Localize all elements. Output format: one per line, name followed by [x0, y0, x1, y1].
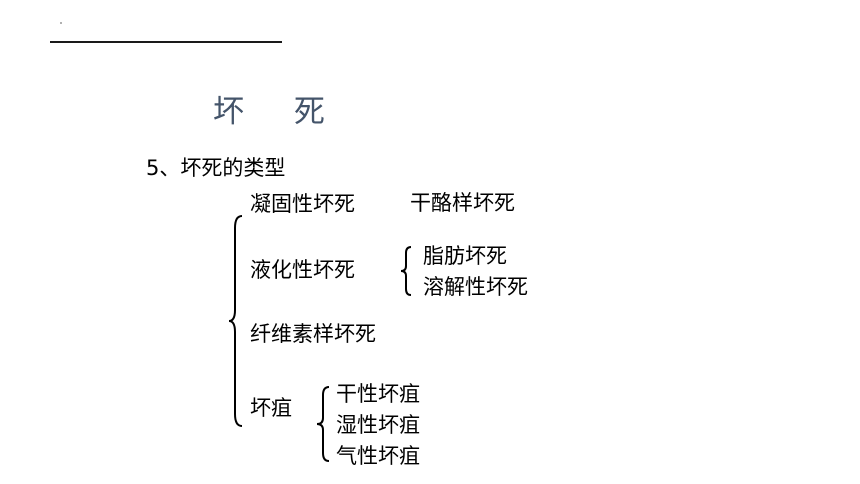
main-brace-icon [228, 214, 244, 428]
type-caseous: 干酪样坏死 [410, 191, 515, 215]
decoration-dot [60, 22, 62, 24]
type-fibrinoid: 纤维素样坏死 [250, 322, 376, 346]
type-wet-gangrene: 湿性坏疽 [336, 413, 420, 437]
type-fat: 脂肪坏死 [423, 244, 507, 268]
type-liquefactive: 液化性坏死 [250, 258, 355, 282]
type-gangrene: 坏疽 [250, 396, 292, 420]
slide-title: 坏 死 [213, 94, 345, 130]
liquefactive-brace-icon [400, 246, 412, 296]
type-gas-gangrene: 气性坏疽 [336, 444, 420, 468]
header-rule [50, 41, 282, 43]
type-coagulative: 凝固性坏死 [250, 192, 355, 216]
type-lytic: 溶解性坏死 [423, 275, 528, 299]
type-dry-gangrene: 干性坏疽 [336, 382, 420, 406]
gangrene-brace-icon [316, 386, 330, 462]
section-heading: 5、坏死的类型 [146, 156, 286, 180]
